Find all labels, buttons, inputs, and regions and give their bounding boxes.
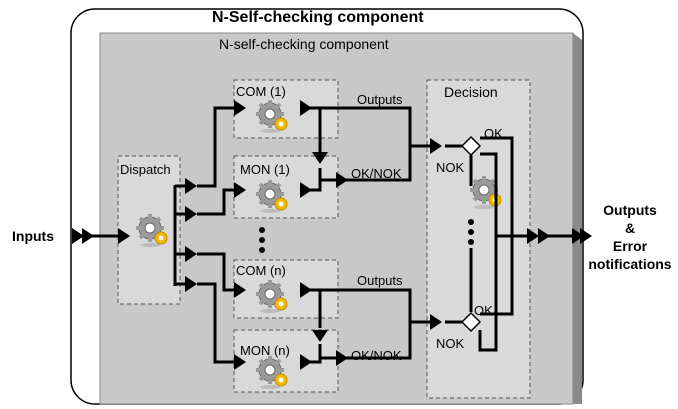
dispatch-label: Dispatch xyxy=(120,162,171,177)
signal-ok-top: OK xyxy=(484,126,503,141)
signal-nok-bottom: NOK xyxy=(436,336,465,351)
decision-label: Decision xyxy=(444,84,498,100)
ellipsis-modules xyxy=(259,227,265,253)
outputs-label-line-1: Outputs xyxy=(603,202,657,218)
inner-title: N-self-checking component xyxy=(219,36,389,52)
signal-oknok-top: OK/NOK xyxy=(351,166,402,181)
decision-diamond-bottom xyxy=(460,311,482,333)
inner-panel-side xyxy=(573,33,582,404)
ellipsis-decision xyxy=(468,219,474,245)
signal-nok-top: NOK xyxy=(436,160,465,175)
outputs-label-line-2: & xyxy=(624,220,636,236)
signal-outputs-bottom: Outputs xyxy=(357,273,403,288)
module-label-com-1: COM (1) xyxy=(236,84,286,99)
signal-ok-bottom: OK xyxy=(474,303,493,318)
signal-oknok-bottom: OK/NOK xyxy=(351,348,402,363)
module-label-com-n: COM (n) xyxy=(236,263,286,278)
outer-title: N-Self-checking component xyxy=(212,9,424,26)
inputs-label: Inputs xyxy=(12,228,54,244)
decision-diamond-top xyxy=(460,135,482,157)
outputs-label-line-4: notifications xyxy=(588,256,672,272)
signal-outputs-top: Outputs xyxy=(357,92,403,107)
wires xyxy=(72,106,588,364)
outputs-label-line-3: Error xyxy=(612,238,648,254)
module-label-mon-n: MON (n) xyxy=(240,343,290,358)
module-label-mon-1: MON (1) xyxy=(240,162,290,177)
